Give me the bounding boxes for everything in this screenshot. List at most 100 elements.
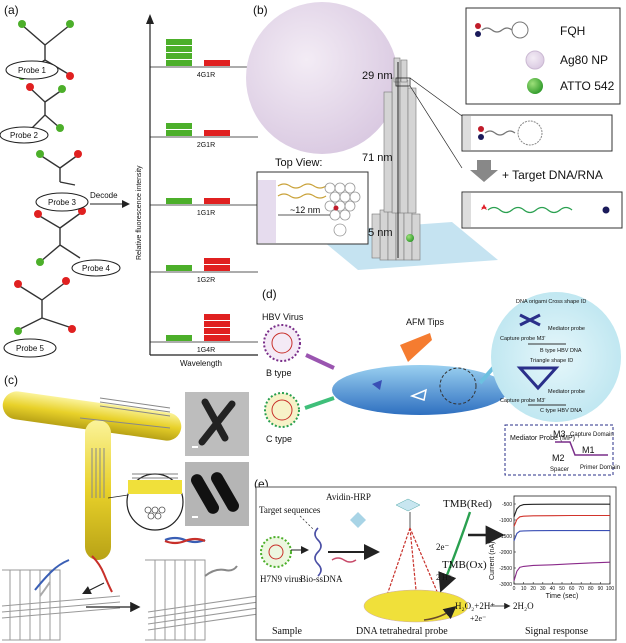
detection-surface bbox=[332, 365, 508, 415]
tem-rod bbox=[211, 472, 239, 512]
probe-1-ellipse bbox=[5, 60, 59, 80]
top-view-label: Top View: bbox=[275, 157, 323, 169]
current-series-4 bbox=[513, 561, 611, 581]
bio-ssdna-strand bbox=[331, 557, 357, 563]
green-bar bbox=[166, 53, 192, 59]
zoom-line bbox=[409, 85, 463, 169]
h2o2-arrow bbox=[423, 605, 457, 621]
panel-a: (a) Probe bbox=[0, 3, 258, 368]
plus-2e-label: +2e⁻ bbox=[470, 614, 486, 623]
capture-probe-2-label: Capture probe M3' bbox=[500, 398, 545, 404]
origami-bundle-c bbox=[79, 397, 171, 498]
bar-group-label: 2G1R bbox=[197, 142, 215, 149]
hybridized-strand bbox=[204, 565, 238, 577]
redox-arrow bbox=[438, 511, 472, 593]
panel-a-label: (a) bbox=[4, 3, 19, 17]
y-tick-label: -2000 bbox=[499, 550, 512, 556]
legend-ag80-label: Ag80 NP bbox=[560, 53, 608, 67]
surface-cross-id bbox=[372, 380, 382, 390]
top-view-np-edge bbox=[258, 180, 276, 243]
two-e-label: 2e⁻ bbox=[436, 542, 449, 552]
probe-2-structure bbox=[29, 87, 63, 131]
red-bar bbox=[204, 60, 230, 66]
triangle-id-label: Triangle shape ID bbox=[530, 358, 573, 364]
y-axis-label: Relative fluorescence intensity bbox=[136, 165, 143, 260]
afm-tip bbox=[400, 333, 432, 362]
y-axis-arrowhead bbox=[146, 14, 154, 24]
avidin-label: Avidin-HRP bbox=[326, 492, 371, 502]
bar-group-label: 4G1R bbox=[197, 72, 215, 79]
origami-block-left bbox=[1, 569, 121, 641]
b-type-dna-label: B type HBV DNA bbox=[540, 348, 582, 354]
panel-d: (d) HBV Virus B type C type AFM Tips DNA… bbox=[262, 287, 621, 476]
red-bar bbox=[204, 130, 230, 136]
x-tick-label: 100 bbox=[606, 586, 615, 592]
target-seq-pointer bbox=[299, 515, 315, 531]
tmb-ox-label: TMB(Ox) bbox=[442, 559, 487, 571]
probe-4-red-dye bbox=[34, 210, 42, 218]
quencher-dye bbox=[602, 206, 610, 214]
quenched-probe-box bbox=[461, 114, 613, 152]
binding-arrow bbox=[82, 582, 105, 594]
quenched-probe bbox=[478, 120, 543, 146]
probe-2-green-dye bbox=[56, 124, 64, 132]
probe-1-green-dye bbox=[66, 20, 74, 28]
atto542-dye bbox=[406, 234, 414, 242]
probe-3-ellipse bbox=[35, 192, 89, 212]
probe-5-structure bbox=[17, 281, 73, 331]
panel-c: (c) bbox=[1, 373, 259, 641]
red-bar bbox=[204, 258, 230, 264]
tem-scalebar bbox=[192, 446, 198, 448]
zoom-pointer bbox=[107, 494, 129, 499]
current-series-3 bbox=[513, 530, 610, 542]
x-tick-label: 50 bbox=[559, 586, 565, 592]
zoom-circle-rod bbox=[128, 480, 182, 494]
chart-y-label: Current (nA) bbox=[489, 541, 496, 580]
x-axis-label: Wavelength bbox=[180, 359, 222, 368]
y-tick-label: -3000 bbox=[499, 582, 512, 588]
c-type-label: C type bbox=[266, 434, 292, 444]
x-tick-label: 0 bbox=[513, 586, 516, 592]
gold-nanorod-horizontal bbox=[2, 391, 182, 441]
ssdna-strand-blue bbox=[34, 559, 70, 591]
red-bar bbox=[204, 335, 230, 341]
hybridized-probe-box bbox=[461, 191, 623, 229]
x-tick-label: 10 bbox=[521, 586, 527, 592]
legend-atto542-label: ATTO 542 bbox=[560, 79, 615, 93]
green-bar bbox=[166, 123, 192, 129]
probe-5-red-dye bbox=[68, 325, 76, 333]
green-bar bbox=[166, 60, 192, 66]
target-sequences-strands bbox=[314, 527, 322, 577]
sample-caption: Sample bbox=[272, 626, 303, 637]
probe-2-green-dye bbox=[58, 85, 66, 93]
h7n9-label: H7N9 virus bbox=[260, 574, 303, 584]
primer-domain-label: Primer Domain bbox=[580, 465, 620, 471]
capture-probe-1-label: Capture probe M3' bbox=[500, 336, 545, 342]
target-arrow bbox=[470, 160, 498, 182]
surface-zoom-circle bbox=[439, 367, 477, 405]
green-bar bbox=[166, 265, 192, 271]
mediator-probe-2-label: Mediator probe bbox=[548, 389, 585, 395]
tmb-red-label: TMB(Red) bbox=[443, 498, 492, 510]
chart-frame bbox=[513, 495, 611, 585]
probe-3-red-dye bbox=[74, 150, 82, 158]
probe-2-ellipse bbox=[0, 126, 49, 144]
avidin-hrp-icon bbox=[350, 512, 366, 528]
y-tick-label: -500 bbox=[502, 502, 512, 508]
duplex-icon bbox=[164, 537, 206, 545]
mp-strand bbox=[555, 441, 608, 456]
mp-label: Mediator Probe (MP) bbox=[510, 435, 575, 442]
y-tick-label: -2500 bbox=[499, 566, 512, 572]
origami-cross-label: DNA origami Cross shape ID bbox=[516, 299, 586, 305]
green-bar bbox=[166, 335, 192, 341]
legend-atto542-icon bbox=[527, 78, 543, 94]
h2o2-label: H₂O₂+2H⁺ bbox=[455, 601, 495, 611]
legend-fqh-icon bbox=[475, 21, 529, 39]
probe-caption: DNA tetrahedral probe bbox=[356, 626, 448, 637]
tem-scalebar bbox=[192, 516, 198, 518]
zoom-line bbox=[409, 77, 463, 117]
probe-5-red-dye bbox=[14, 280, 22, 288]
